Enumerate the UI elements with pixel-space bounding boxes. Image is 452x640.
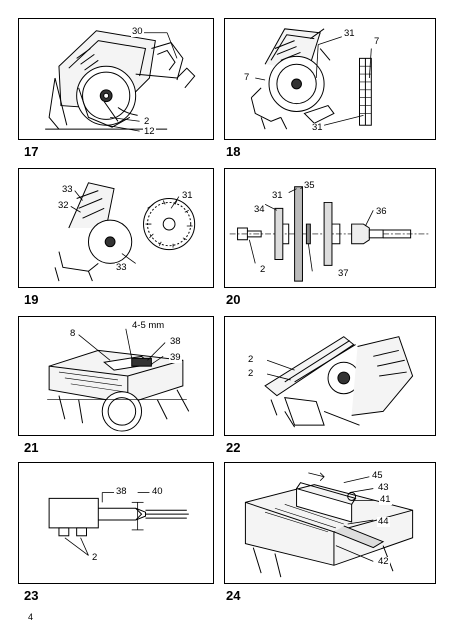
callout-23-38: 38 — [115, 486, 128, 497]
callout-24-44: 44 — [377, 516, 390, 527]
figure-20-drawing — [229, 182, 429, 282]
figure-24-frame: 45 43 41 44 42 — [224, 462, 436, 584]
figure-20-number: 20 — [226, 292, 241, 307]
callout-20-37: 37 — [337, 268, 350, 279]
figure-18-drawing — [250, 28, 372, 130]
callout-21-38: 38 — [169, 336, 182, 347]
figure-19-frame: 33 32 31 33 — [18, 168, 214, 288]
figure-23-frame: 38 40 2 — [18, 462, 214, 584]
callout-22-2-b: 2 — [247, 368, 255, 379]
callout-17-30: 30 — [131, 26, 144, 37]
figure-18-frame: 31 7 7 31 — [224, 18, 436, 140]
callout-20-36: 36 — [375, 206, 388, 217]
callout-20-34: 34 — [253, 204, 266, 215]
figure-22-number: 22 — [226, 440, 241, 455]
callout-21-39: 39 — [169, 352, 182, 363]
callout-18-31-top: 31 — [343, 28, 356, 39]
callout-21-8: 8 — [69, 328, 77, 339]
callout-20-2: 2 — [259, 264, 267, 275]
callout-18-7-right: 7 — [373, 36, 381, 47]
figure-17-frame: 30 2 12 — [18, 18, 214, 140]
figure-20-frame: 35 31 34 36 2 37 — [224, 168, 436, 288]
callout-23-2: 2 — [91, 552, 99, 563]
callout-23-40: 40 — [151, 486, 164, 497]
callout-19-32: 32 — [57, 200, 70, 211]
callout-17-2: 2 — [143, 116, 151, 127]
figure-22-frame: 2 2 — [224, 316, 436, 436]
callout-21-4-5mm: 4-5 mm — [131, 320, 166, 331]
callout-22-2-a: 2 — [247, 354, 255, 365]
callout-24-41: 41 — [379, 494, 392, 505]
callout-19-33-top: 33 — [61, 184, 74, 195]
figure-18-number: 18 — [226, 144, 241, 159]
figure-23-number: 23 — [24, 588, 39, 603]
callout-20-31: 31 — [271, 190, 284, 201]
figure-21-number: 21 — [24, 440, 39, 455]
callout-17-12: 12 — [143, 126, 156, 137]
callout-18-7-left: 7 — [243, 72, 251, 83]
figure-21-drawing — [47, 328, 190, 432]
figure-22-drawing — [264, 336, 414, 428]
figure-17-drawing — [45, 30, 196, 132]
figure-19-number: 19 — [24, 292, 39, 307]
callout-19-33-bottom: 33 — [115, 262, 128, 273]
callout-18-31-bottom: 31 — [311, 122, 324, 133]
figure-24-drawing — [244, 472, 414, 578]
figure-21-frame: 8 4-5 mm 38 39 — [18, 316, 214, 436]
callout-19-31: 31 — [181, 190, 194, 201]
figure-24-number: 24 — [226, 588, 241, 603]
figure-17-number: 17 — [24, 144, 39, 159]
page-number: 4 — [28, 612, 34, 622]
figure-23-drawing — [48, 492, 189, 556]
callout-24-42: 42 — [377, 556, 390, 567]
callout-20-35: 35 — [303, 180, 316, 191]
callout-24-45: 45 — [371, 470, 384, 481]
callout-24-43: 43 — [377, 482, 390, 493]
figure-19-drawing — [54, 182, 196, 282]
